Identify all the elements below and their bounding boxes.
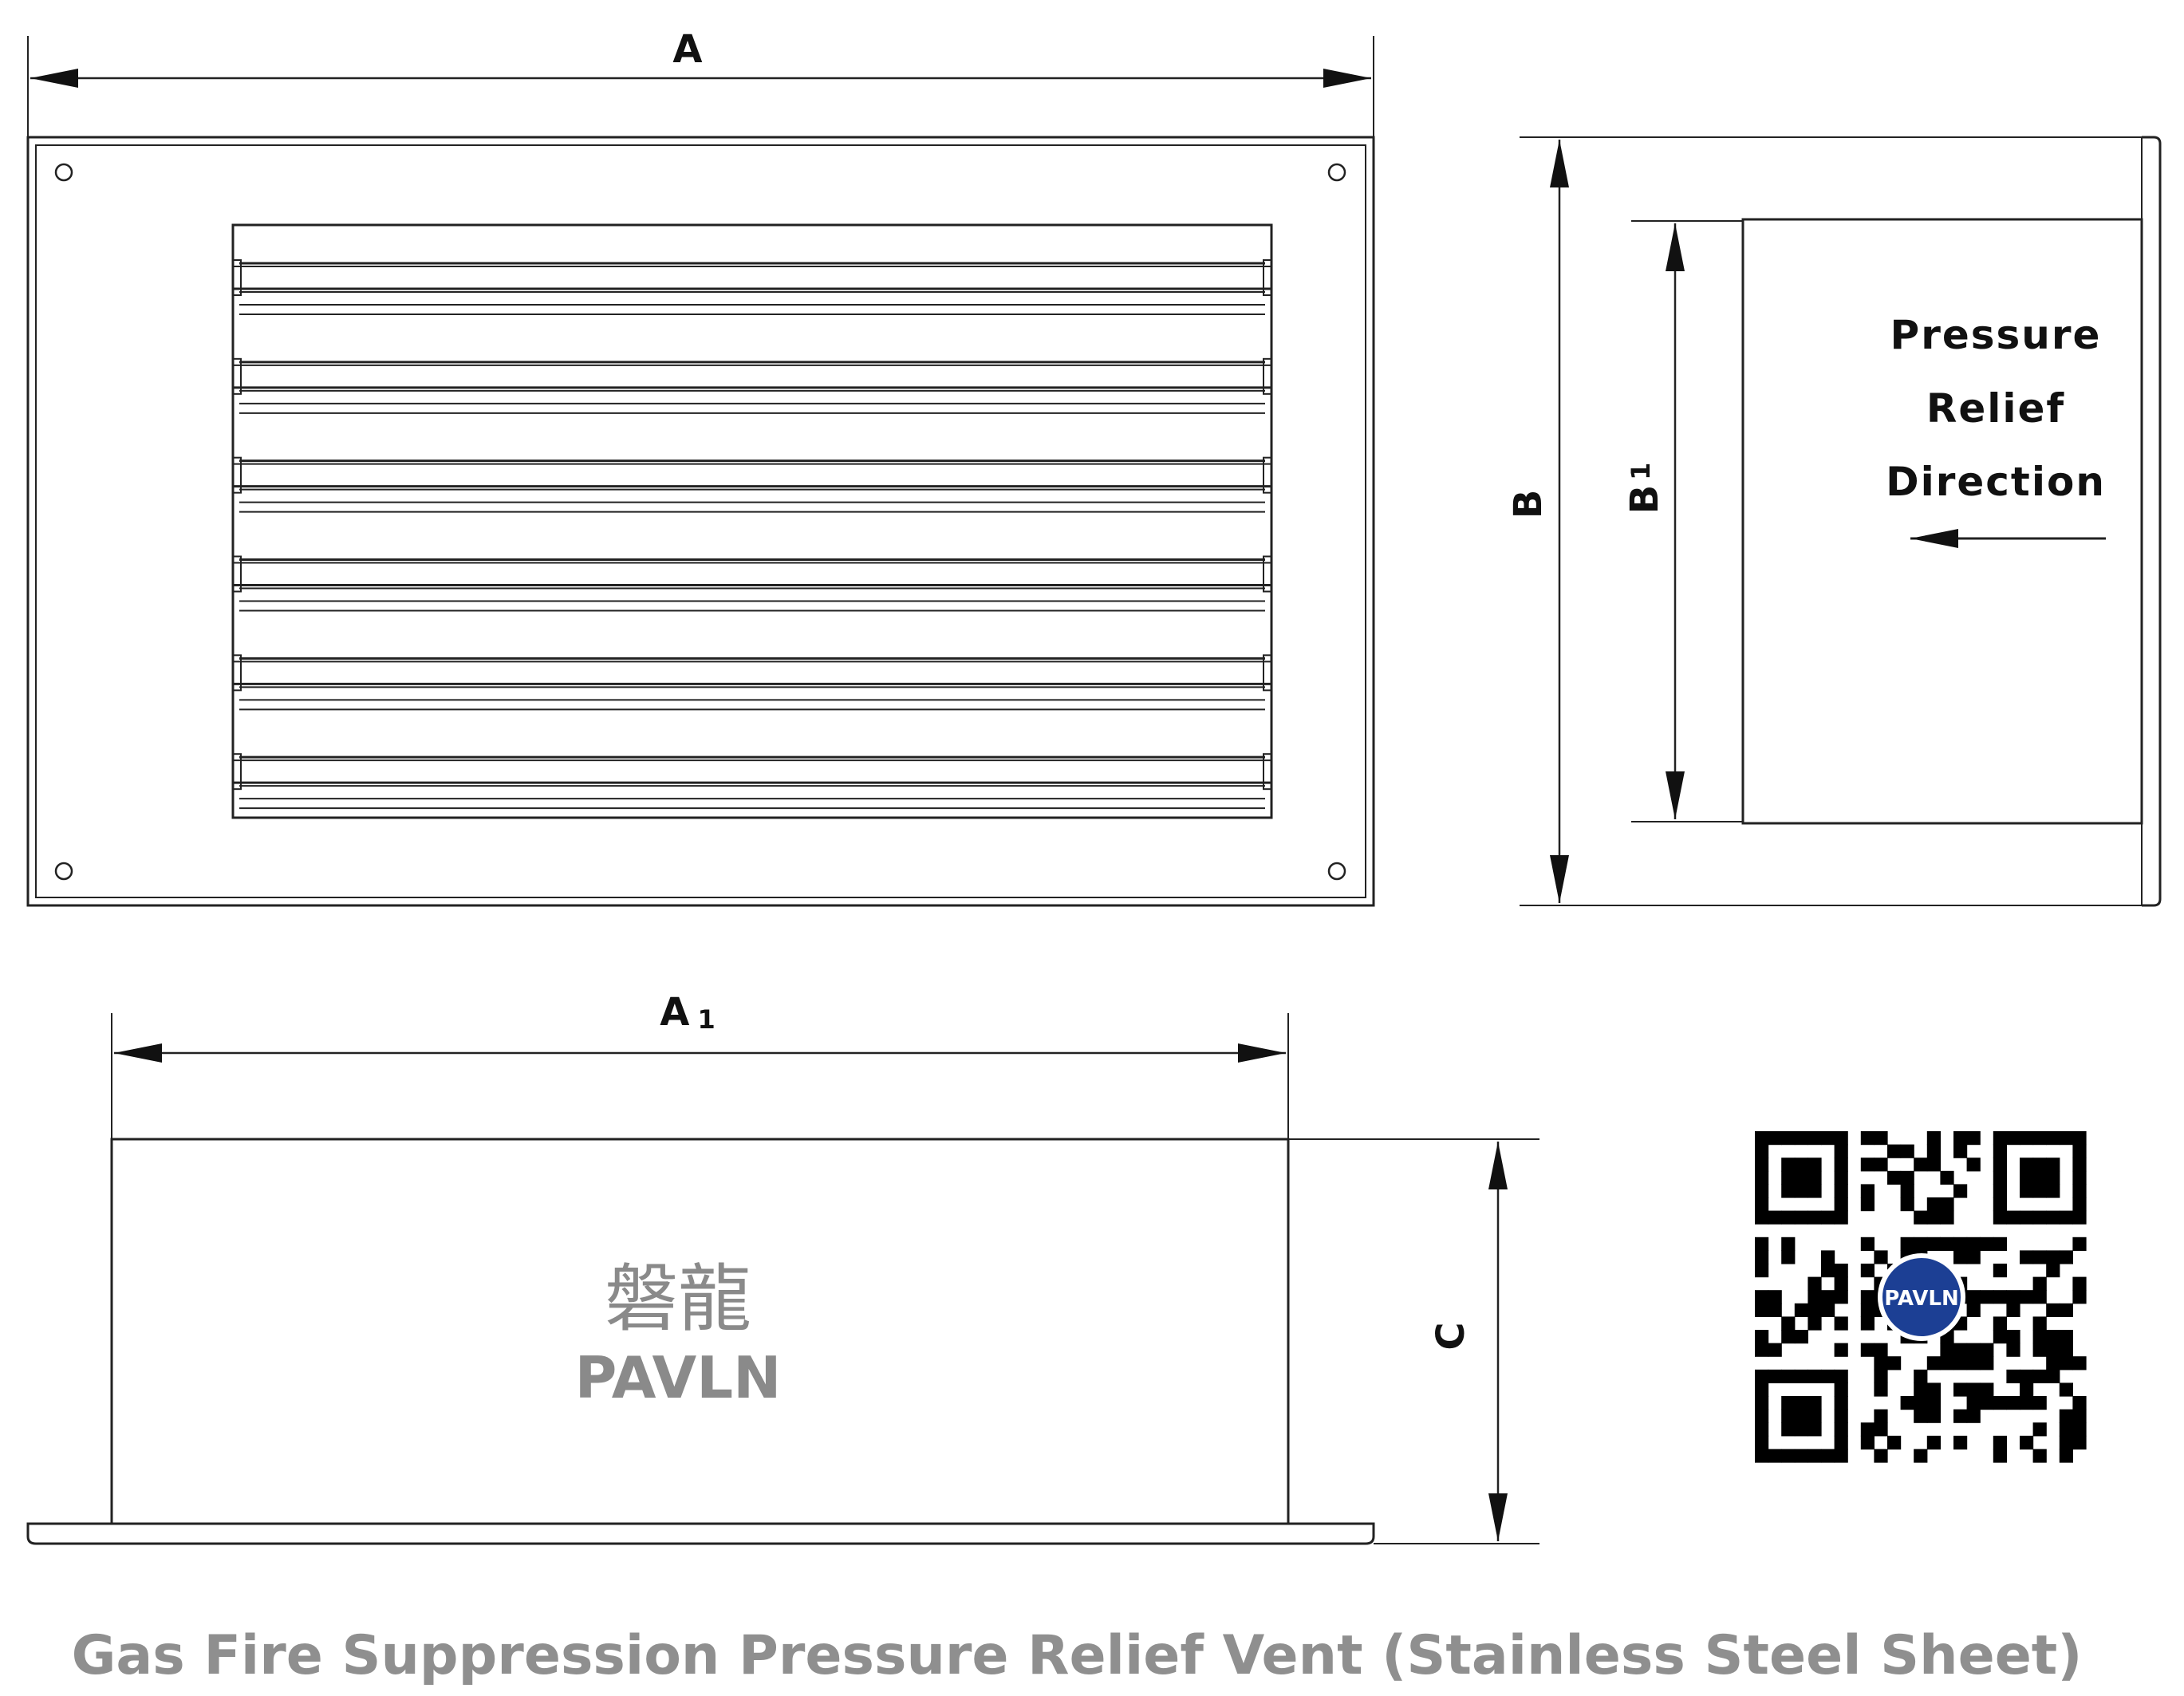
mounting-hole [54,862,73,881]
dimension-c: C [112,1138,1539,1544]
side-view: B B1 Pressure Relief Direction [1506,136,2162,907]
dimension-label-a: A [672,27,702,72]
bottom-flange [26,1522,1375,1545]
louver-blade [232,753,1272,810]
dimension-label-b1: B1 [1622,463,1667,515]
mounting-hole [1327,163,1346,182]
louver-blade [232,259,1272,315]
louver-opening [231,223,1273,819]
mounting-hole [1327,862,1346,881]
dimension-b: B [1506,136,2146,906]
louver-blade [232,357,1272,414]
louver-blades [232,259,1272,810]
direction-text-line2: Relief [1926,385,2065,432]
louver-blade [232,654,1272,711]
dimension-label-b: B [1506,490,1551,519]
qr-badge-text: PAVLN [1884,1287,1958,1311]
dimension-label-c: C [1429,1322,1473,1350]
direction-text-line1: Pressure [1890,312,2102,358]
front-view: A [26,27,1375,907]
side-flange [2142,136,2162,907]
frame-inner [35,144,1366,898]
logo-chinese: 磐龍 [605,1256,751,1342]
qr-badge [1878,1253,1965,1341]
louver-blade [232,555,1272,612]
dimension-a: A [27,27,1374,140]
frame-outer [26,136,1375,907]
qr-code[interactable]: PAVLN [1751,1126,2092,1468]
logo-brand: PAVLN [575,1344,782,1411]
caption: Gas Fire Suppression Pressure Relief Ven… [72,1624,2083,1687]
side-body [1741,218,2143,825]
direction-text-line3: Direction [1886,459,2106,505]
louver-blade [232,456,1272,513]
mounting-hole [54,163,73,182]
dimension-b1: B1 [1622,220,1743,822]
